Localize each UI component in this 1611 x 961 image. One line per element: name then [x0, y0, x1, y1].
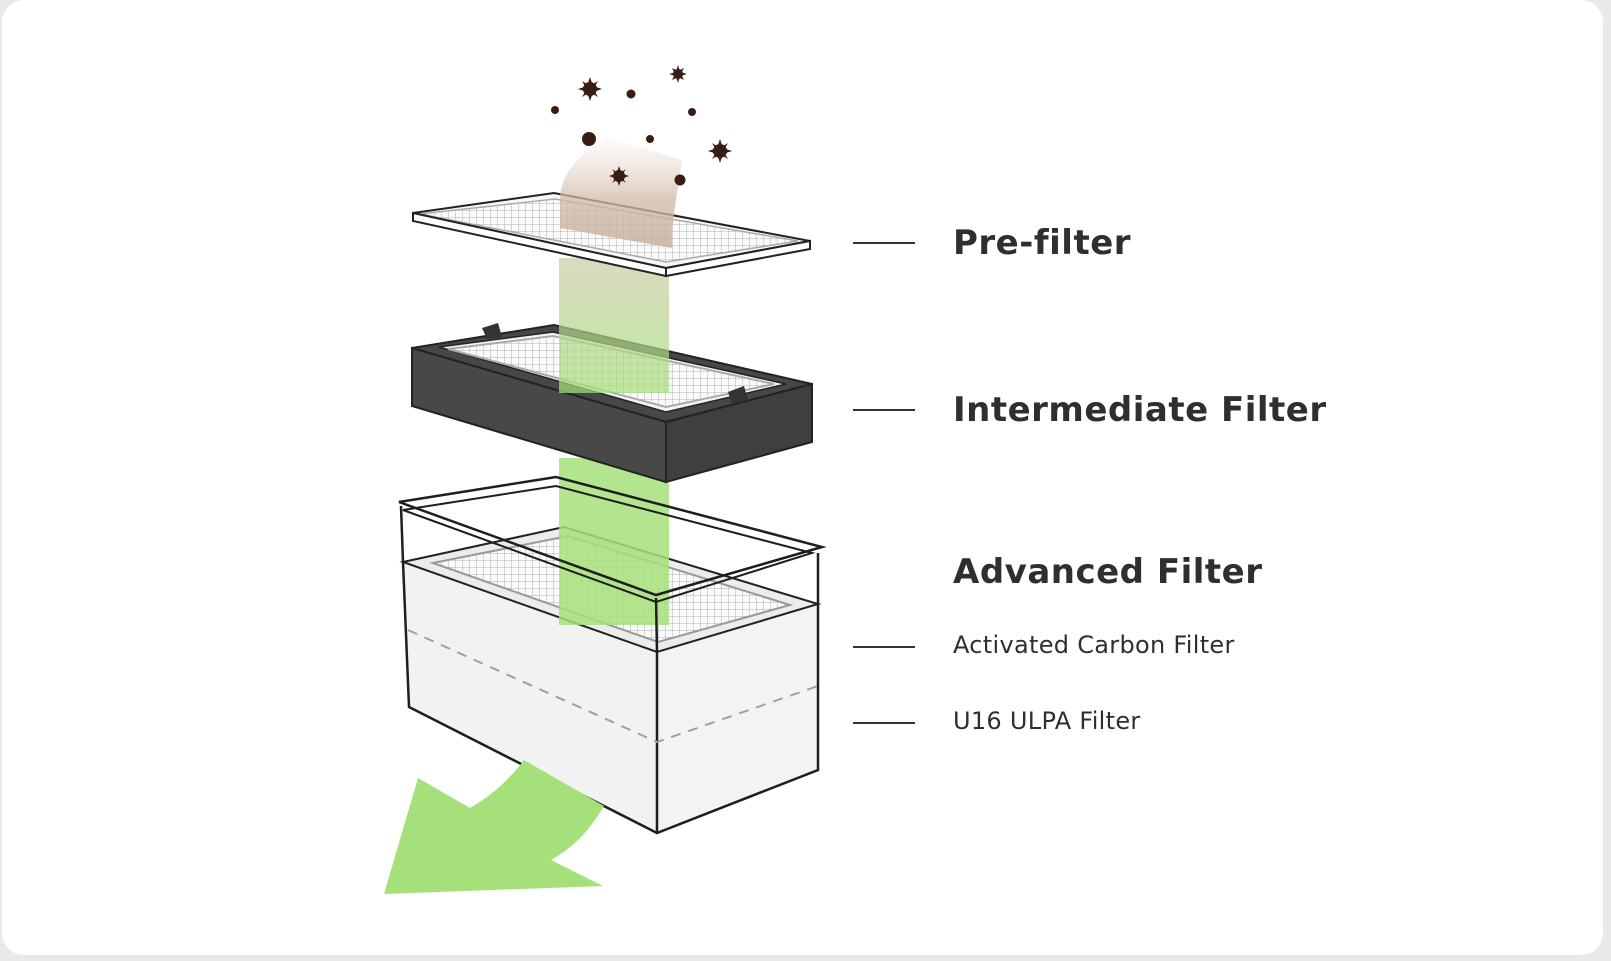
label-prefilter: Pre-filter — [953, 223, 1131, 263]
leader-line-carbon — [853, 646, 915, 648]
label-advanced-filter: Advanced Filter — [953, 552, 1262, 592]
leader-line-prefilter — [853, 242, 915, 244]
label-intermediate-filter: Intermediate Filter — [953, 390, 1327, 430]
leader-line-ulpa — [853, 722, 915, 724]
label-ulpa-filter: U16 ULPA Filter — [953, 707, 1141, 735]
advanced-filter-box — [399, 458, 822, 833]
leader-line-intermediate — [853, 409, 915, 411]
label-activated-carbon-filter: Activated Carbon Filter — [953, 631, 1235, 659]
airflow-beam-middle — [559, 258, 669, 393]
